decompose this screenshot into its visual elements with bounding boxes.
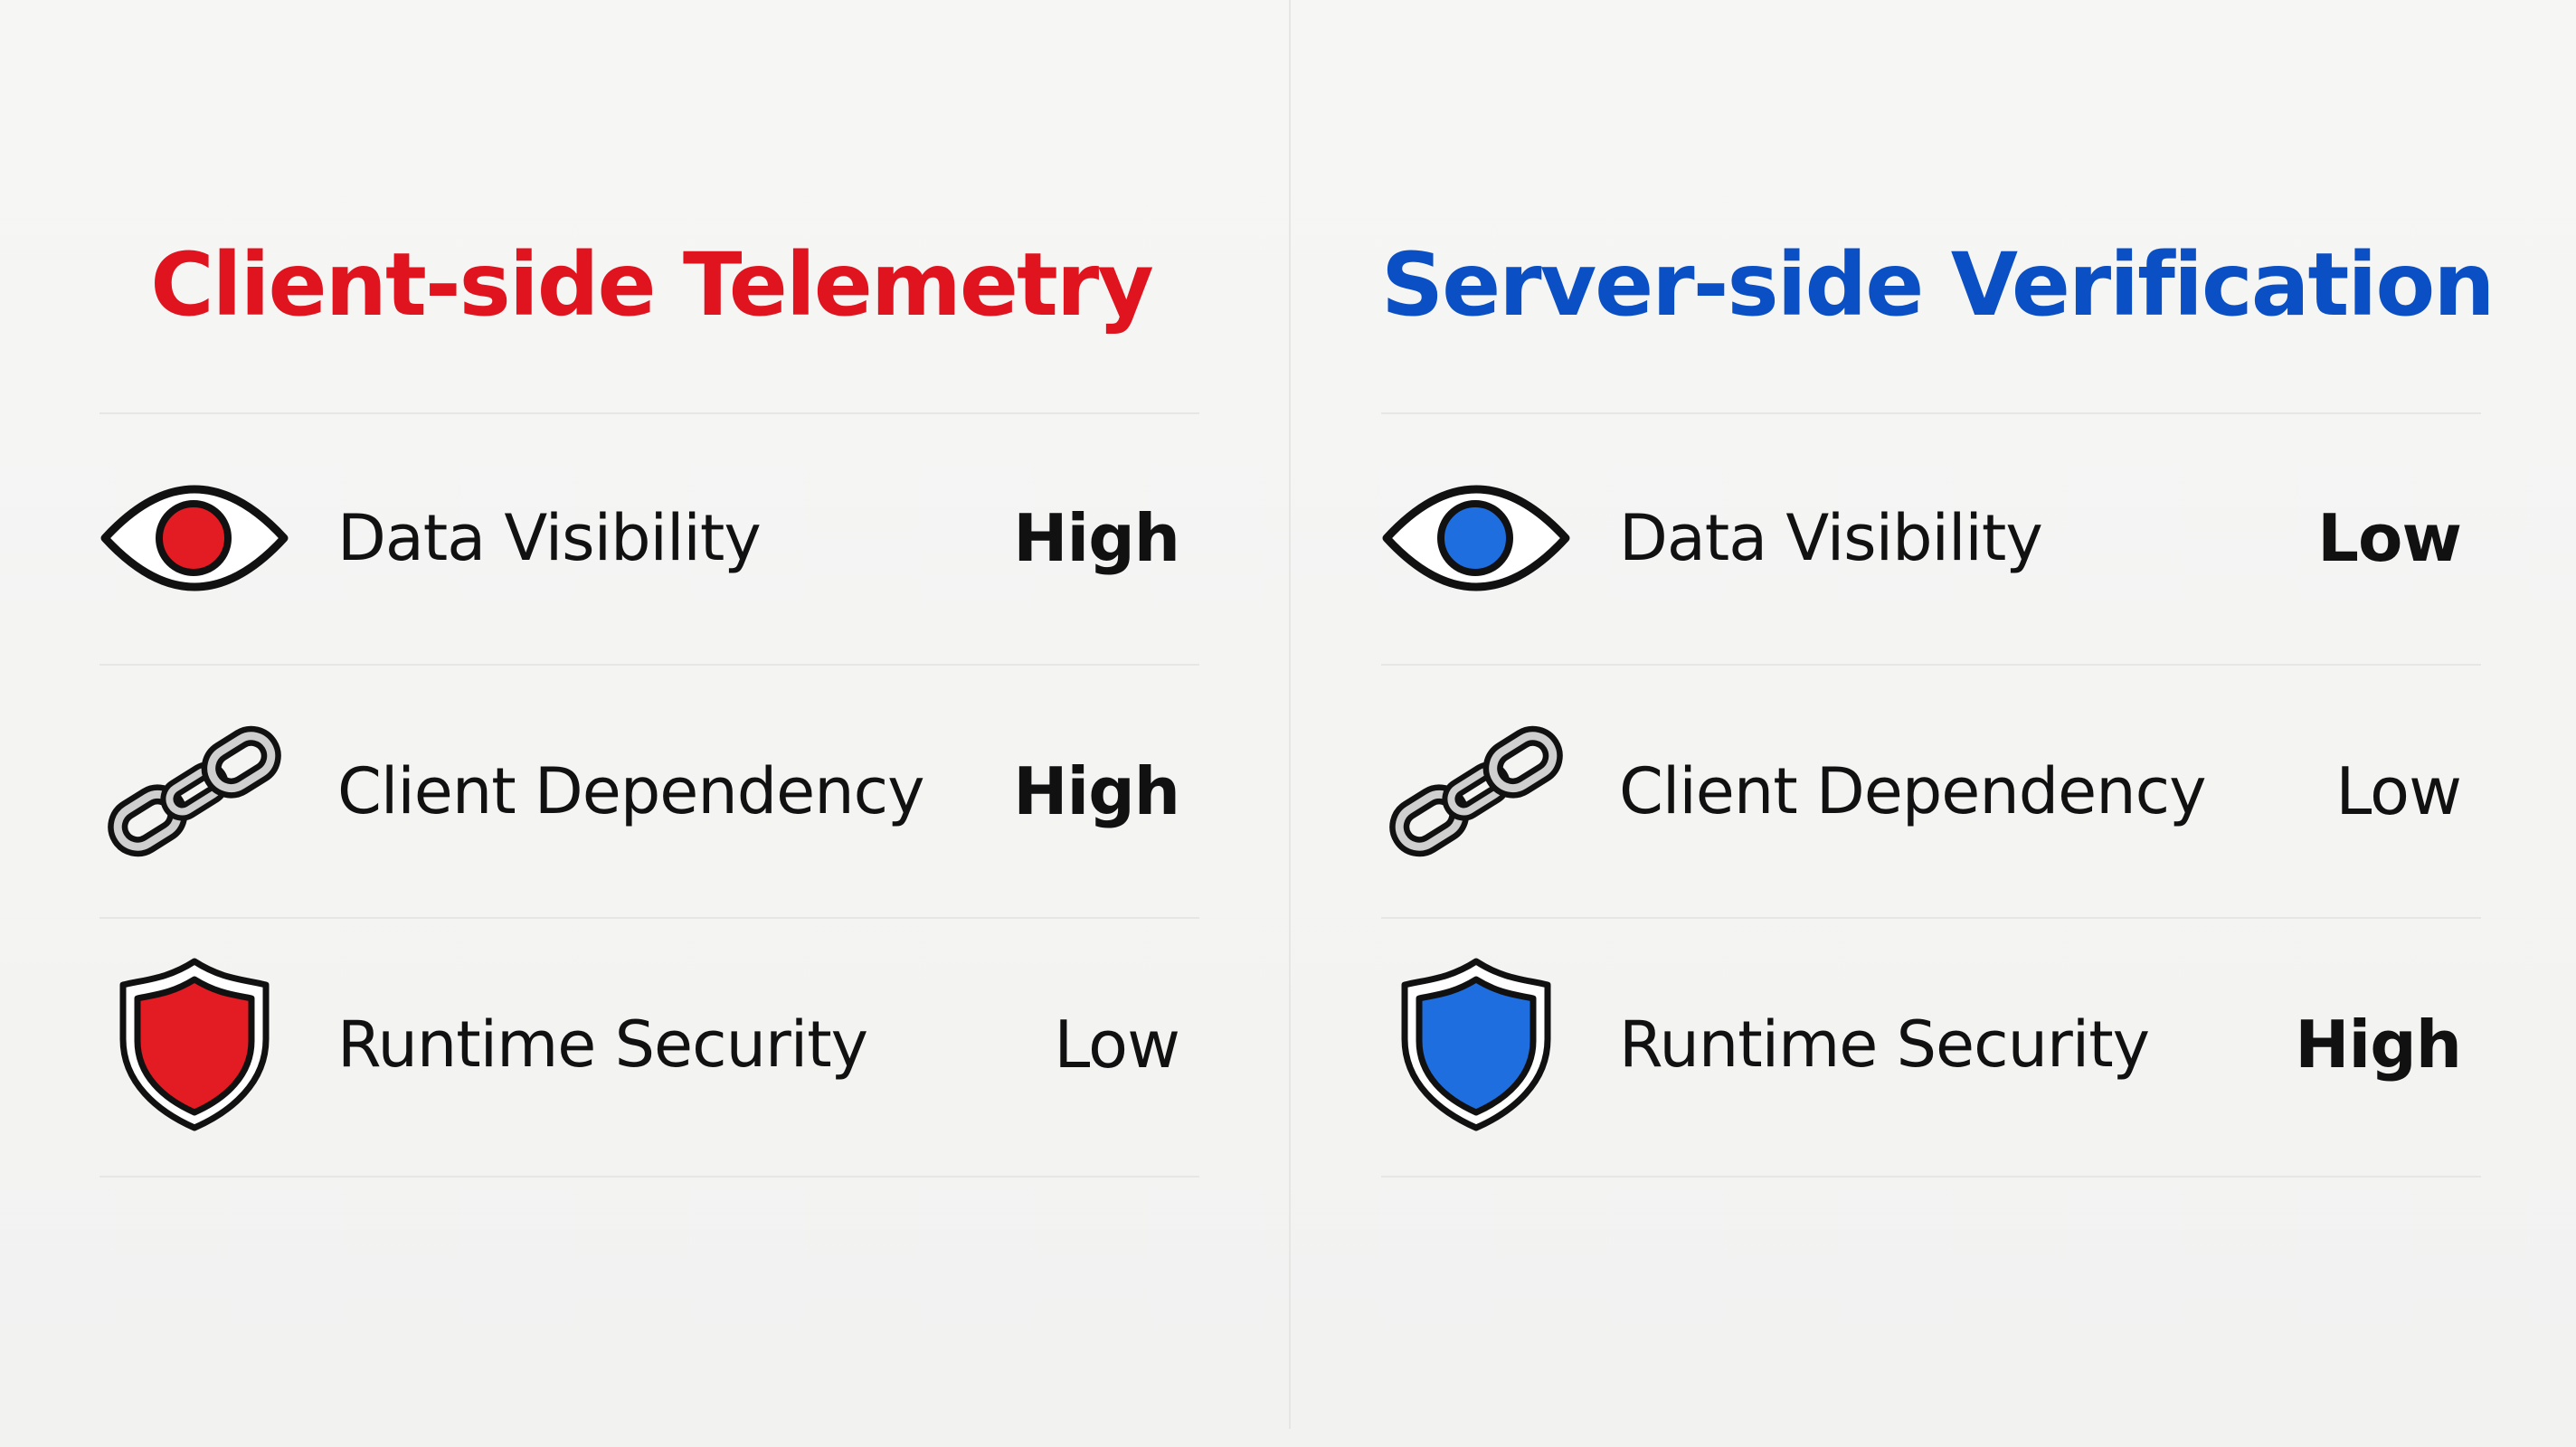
row-divider [1381,917,2481,919]
comparison-row-data-visibility: Data Visibility Low [1381,448,2481,629]
shield-icon [99,954,289,1135]
shield-icon [1381,954,1571,1135]
row-value: Low [2335,753,2462,829]
eye-icon [1381,448,1571,629]
row-value: High [2295,1007,2462,1083]
row-label: Data Visibility [1619,501,2043,575]
chain-link-icon [99,701,289,882]
center-divider [1289,0,1291,1429]
client-side-panel: Client-side Telemetry Data Visibility Hi… [99,0,1203,1447]
row-label: Runtime Security [1619,1007,2150,1082]
row-label: Data Visibility [337,501,762,575]
client-side-title: Client-side Telemetry [150,234,1154,336]
row-divider [99,412,1199,414]
server-side-panel: Server-side Verification Data Visibility… [1381,0,2496,1447]
row-label: Client Dependency [337,754,925,828]
row-divider [1381,664,2481,666]
row-value: Low [2317,500,2462,576]
server-side-title: Server-side Verification [1381,234,2496,336]
row-divider [99,917,1199,919]
chain-link-icon [1381,701,1571,882]
comparison-row-client-dependency: Client Dependency Low [1381,701,2481,882]
row-label: Runtime Security [337,1007,868,1082]
comparison-row-client-dependency: Client Dependency High [99,701,1199,882]
comparison-row-runtime-security: Runtime Security Low [99,954,1199,1135]
eye-icon [99,448,289,629]
row-value: High [1013,500,1180,576]
row-divider [99,664,1199,666]
row-label: Client Dependency [1619,754,2207,828]
row-divider [1381,1176,2481,1177]
row-value: Low [1054,1007,1180,1083]
row-value: High [1013,753,1180,829]
comparison-row-data-visibility: Data Visibility High [99,448,1199,629]
row-divider [1381,412,2481,414]
comparison-row-runtime-security: Runtime Security High [1381,954,2481,1135]
row-divider [99,1176,1199,1177]
